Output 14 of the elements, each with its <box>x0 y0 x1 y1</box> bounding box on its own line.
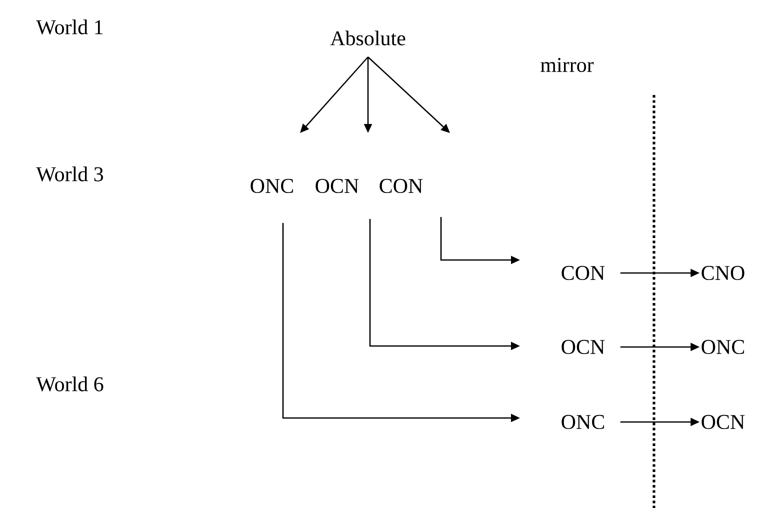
node-text: ONC <box>562 414 604 430</box>
text-label: World 6 <box>36 376 104 392</box>
node-text: OCN <box>316 178 359 194</box>
node-text: CON <box>380 178 423 194</box>
node-text: OCN <box>702 414 745 430</box>
node-text: ONC <box>702 340 744 354</box>
text-label: World 1 <box>36 20 103 34</box>
node-text: CON <box>562 266 605 280</box>
node-text: ONC <box>250 178 293 194</box>
node-text: CNO <box>702 266 744 280</box>
node-text: OCN <box>562 340 605 354</box>
text-label: mirror <box>540 58 594 72</box>
text-label: World 3 <box>36 166 104 182</box>
node-text: Absolute <box>330 30 406 46</box>
